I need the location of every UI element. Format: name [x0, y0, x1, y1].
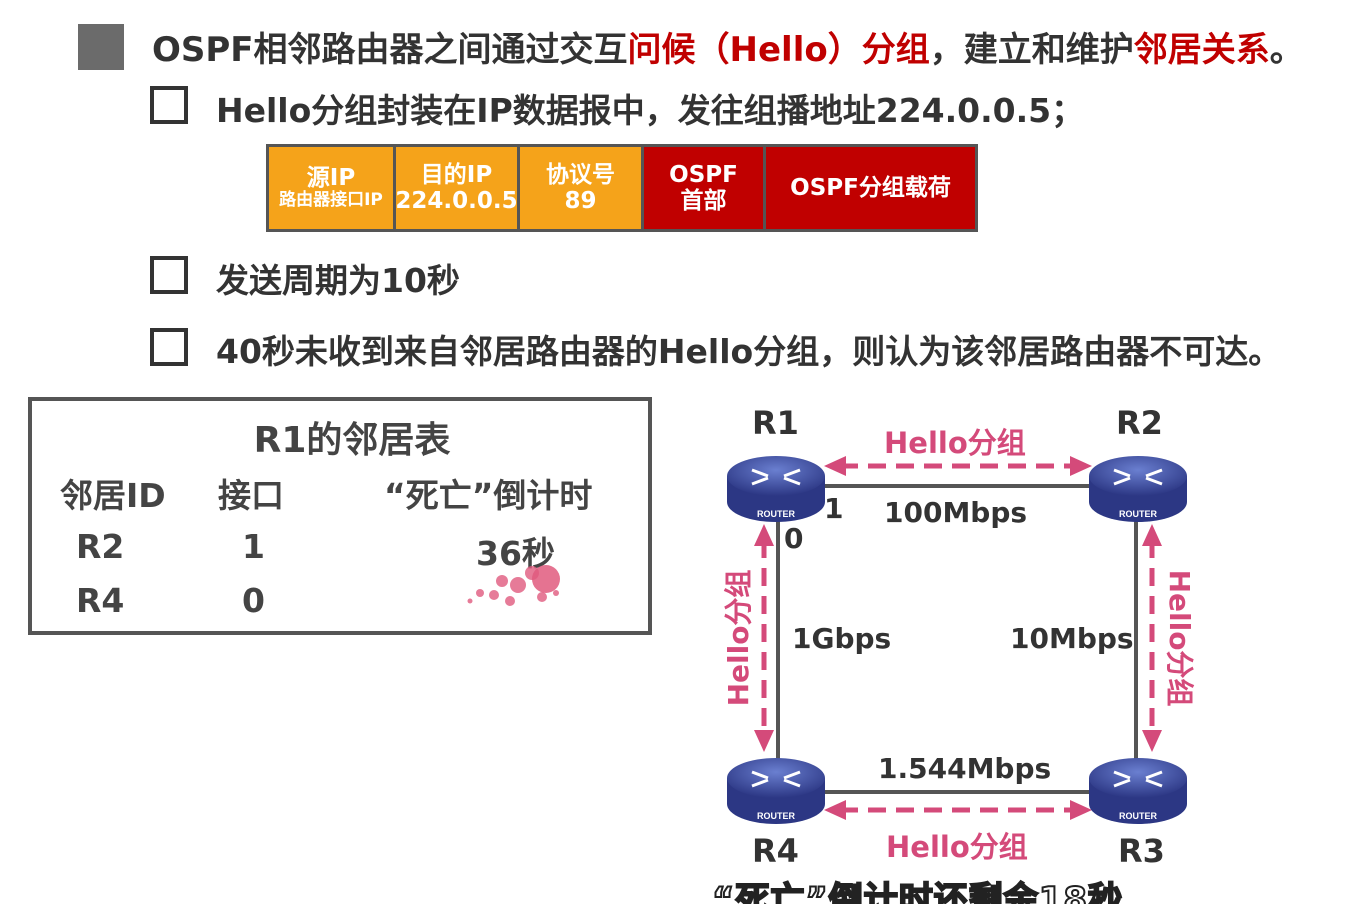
header-neighbor-id: 邻居ID	[60, 476, 166, 515]
packet-ospf-payload: OSPF分组载荷	[766, 147, 975, 229]
arrowhead-icon	[1070, 800, 1092, 820]
router-label-r4: R4	[752, 832, 799, 870]
checkbox-1	[150, 86, 188, 124]
router-r4-icon	[727, 758, 825, 824]
link-speed-r1-r4: 1Gbps	[792, 622, 892, 655]
header-dead-timer: “死亡”倒计时	[384, 476, 593, 515]
packet-hdr-sub: 首部	[680, 188, 727, 214]
arrowhead-icon	[824, 800, 846, 820]
packet-ospf-header: OSPF 首部	[644, 147, 766, 229]
sub-bullet-3: 40秒未收到来自邻居路由器的Hello分组，则认为该邻居路由器不可达。	[216, 332, 1282, 371]
main-seg3: ，建立和维护	[929, 30, 1134, 70]
arrowhead-icon	[754, 730, 774, 752]
packet-dst-sub: 224.0.0.5	[395, 188, 518, 214]
hello-label-right: Hello分组	[1163, 570, 1196, 707]
router-caption: ROUTER	[1119, 811, 1158, 821]
packet-src-title: 源IP	[306, 165, 356, 191]
expired-splash-icon	[467, 565, 560, 606]
packet-proto-sub: 89	[564, 188, 597, 214]
router-r1-icon	[727, 456, 825, 522]
hello-label-left: Hello分组	[722, 570, 755, 707]
packet-hdr-title: OSPF	[669, 161, 738, 188]
hello-label-bottom: Hello分组	[886, 830, 1028, 864]
neighbor-table-title: R1的邻居表	[253, 420, 451, 461]
hello-label-top: Hello分组	[884, 426, 1026, 460]
arrowhead-icon	[1142, 524, 1162, 546]
network-topology-diagram: ROUTER ROUTER ROUTER ROUTER Hello分组 Hell…	[722, 456, 1196, 824]
main-seg4-highlight: 邻居关系	[1133, 30, 1270, 70]
router-caption: ROUTER	[757, 509, 796, 519]
router-label-r2: R2	[1116, 404, 1163, 442]
packet-payload-label: OSPF分组载荷	[790, 174, 951, 201]
arrowhead-icon	[1070, 456, 1092, 476]
arrowhead-icon	[754, 524, 774, 546]
main-statement: OSPF相邻路由器之间通过交互问候（Hello）分组，建立和维护邻居关系。	[152, 22, 1304, 71]
row1-interface: 1	[242, 527, 265, 566]
header-interface: 接口	[218, 476, 284, 515]
sub-bullet-2: 发送周期为10秒	[216, 261, 460, 300]
checkbox-2	[150, 256, 188, 294]
router-r2-icon	[1089, 456, 1187, 522]
main-seg5: 。	[1269, 30, 1304, 70]
router-caption: ROUTER	[757, 811, 796, 821]
packet-dst-ip: 目的IP 224.0.0.5	[395, 147, 520, 229]
packet-src-ip: 源IP 路由器接口IP	[269, 147, 396, 229]
router-label-r1: R1	[752, 404, 799, 442]
router-caption: ROUTER	[1119, 509, 1158, 519]
arrowhead-icon	[1142, 730, 1162, 752]
sub-bullet-1: Hello分组封装在IP数据报中，发往组播地址224.0.0.5；	[216, 91, 1085, 130]
router-label-r3: R3	[1118, 832, 1165, 870]
link-speed-r2-r3: 10Mbps	[1010, 622, 1134, 655]
row1-neighbor-id: R2	[76, 527, 125, 566]
link-speed-r4-r3: 1.544Mbps	[878, 752, 1052, 785]
main-seg2-highlight: 问候（Hello）分组	[627, 30, 930, 70]
link-speed-r1-r2: 100Mbps	[884, 496, 1028, 529]
port-label-r1-1: 1	[824, 492, 844, 525]
packet-proto-title: 协议号	[546, 161, 615, 188]
packet-dst-title: 目的IP	[420, 161, 493, 188]
row2-neighbor-id: R4	[76, 581, 125, 620]
router-r3-icon	[1089, 758, 1187, 824]
ip-packet-diagram: 源IP 路由器接口IP 目的IP 224.0.0.5 协议号 89 OSPF 首…	[266, 144, 978, 232]
r1-neighbor-table: R1的邻居表 邻居ID 接口 “死亡”倒计时 R2 1 36秒 R4 0	[28, 397, 652, 635]
video-subtitle-caption: “死亡”倒计时还剩余18秒	[711, 879, 1124, 904]
arrowhead-icon	[824, 456, 846, 476]
checkbox-3	[150, 328, 188, 366]
packet-src-sub: 路由器接口IP	[279, 190, 383, 211]
main-seg1: OSPF相邻路由器之间通过交互	[152, 30, 628, 70]
row2-interface: 0	[242, 581, 265, 620]
port-label-r1-0: 0	[784, 522, 804, 555]
packet-protocol: 协议号 89	[520, 147, 644, 229]
main-bullet-square	[78, 24, 124, 70]
